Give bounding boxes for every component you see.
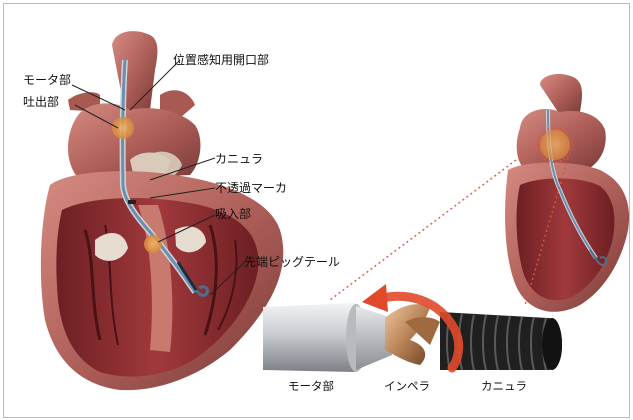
- label-sensor-port: 位置感知用開口部: [173, 53, 269, 67]
- label-radiopaque-marker: 不透過マーカ: [215, 181, 287, 195]
- label-pigtail: 先端ピッグテール: [244, 255, 340, 269]
- pump-closeup: [263, 284, 562, 372]
- caption-impeller: インペラ: [384, 379, 430, 393]
- label-outlet: 吐出部: [23, 95, 59, 109]
- right-heart: [505, 74, 629, 312]
- caption-motor: モータ部: [288, 379, 334, 393]
- label-cannula: カニュラ: [215, 152, 263, 166]
- label-motor: モータ部: [23, 73, 71, 87]
- label-inlet: 吸入部: [215, 207, 251, 221]
- caption-cannula: カニュラ: [481, 379, 527, 393]
